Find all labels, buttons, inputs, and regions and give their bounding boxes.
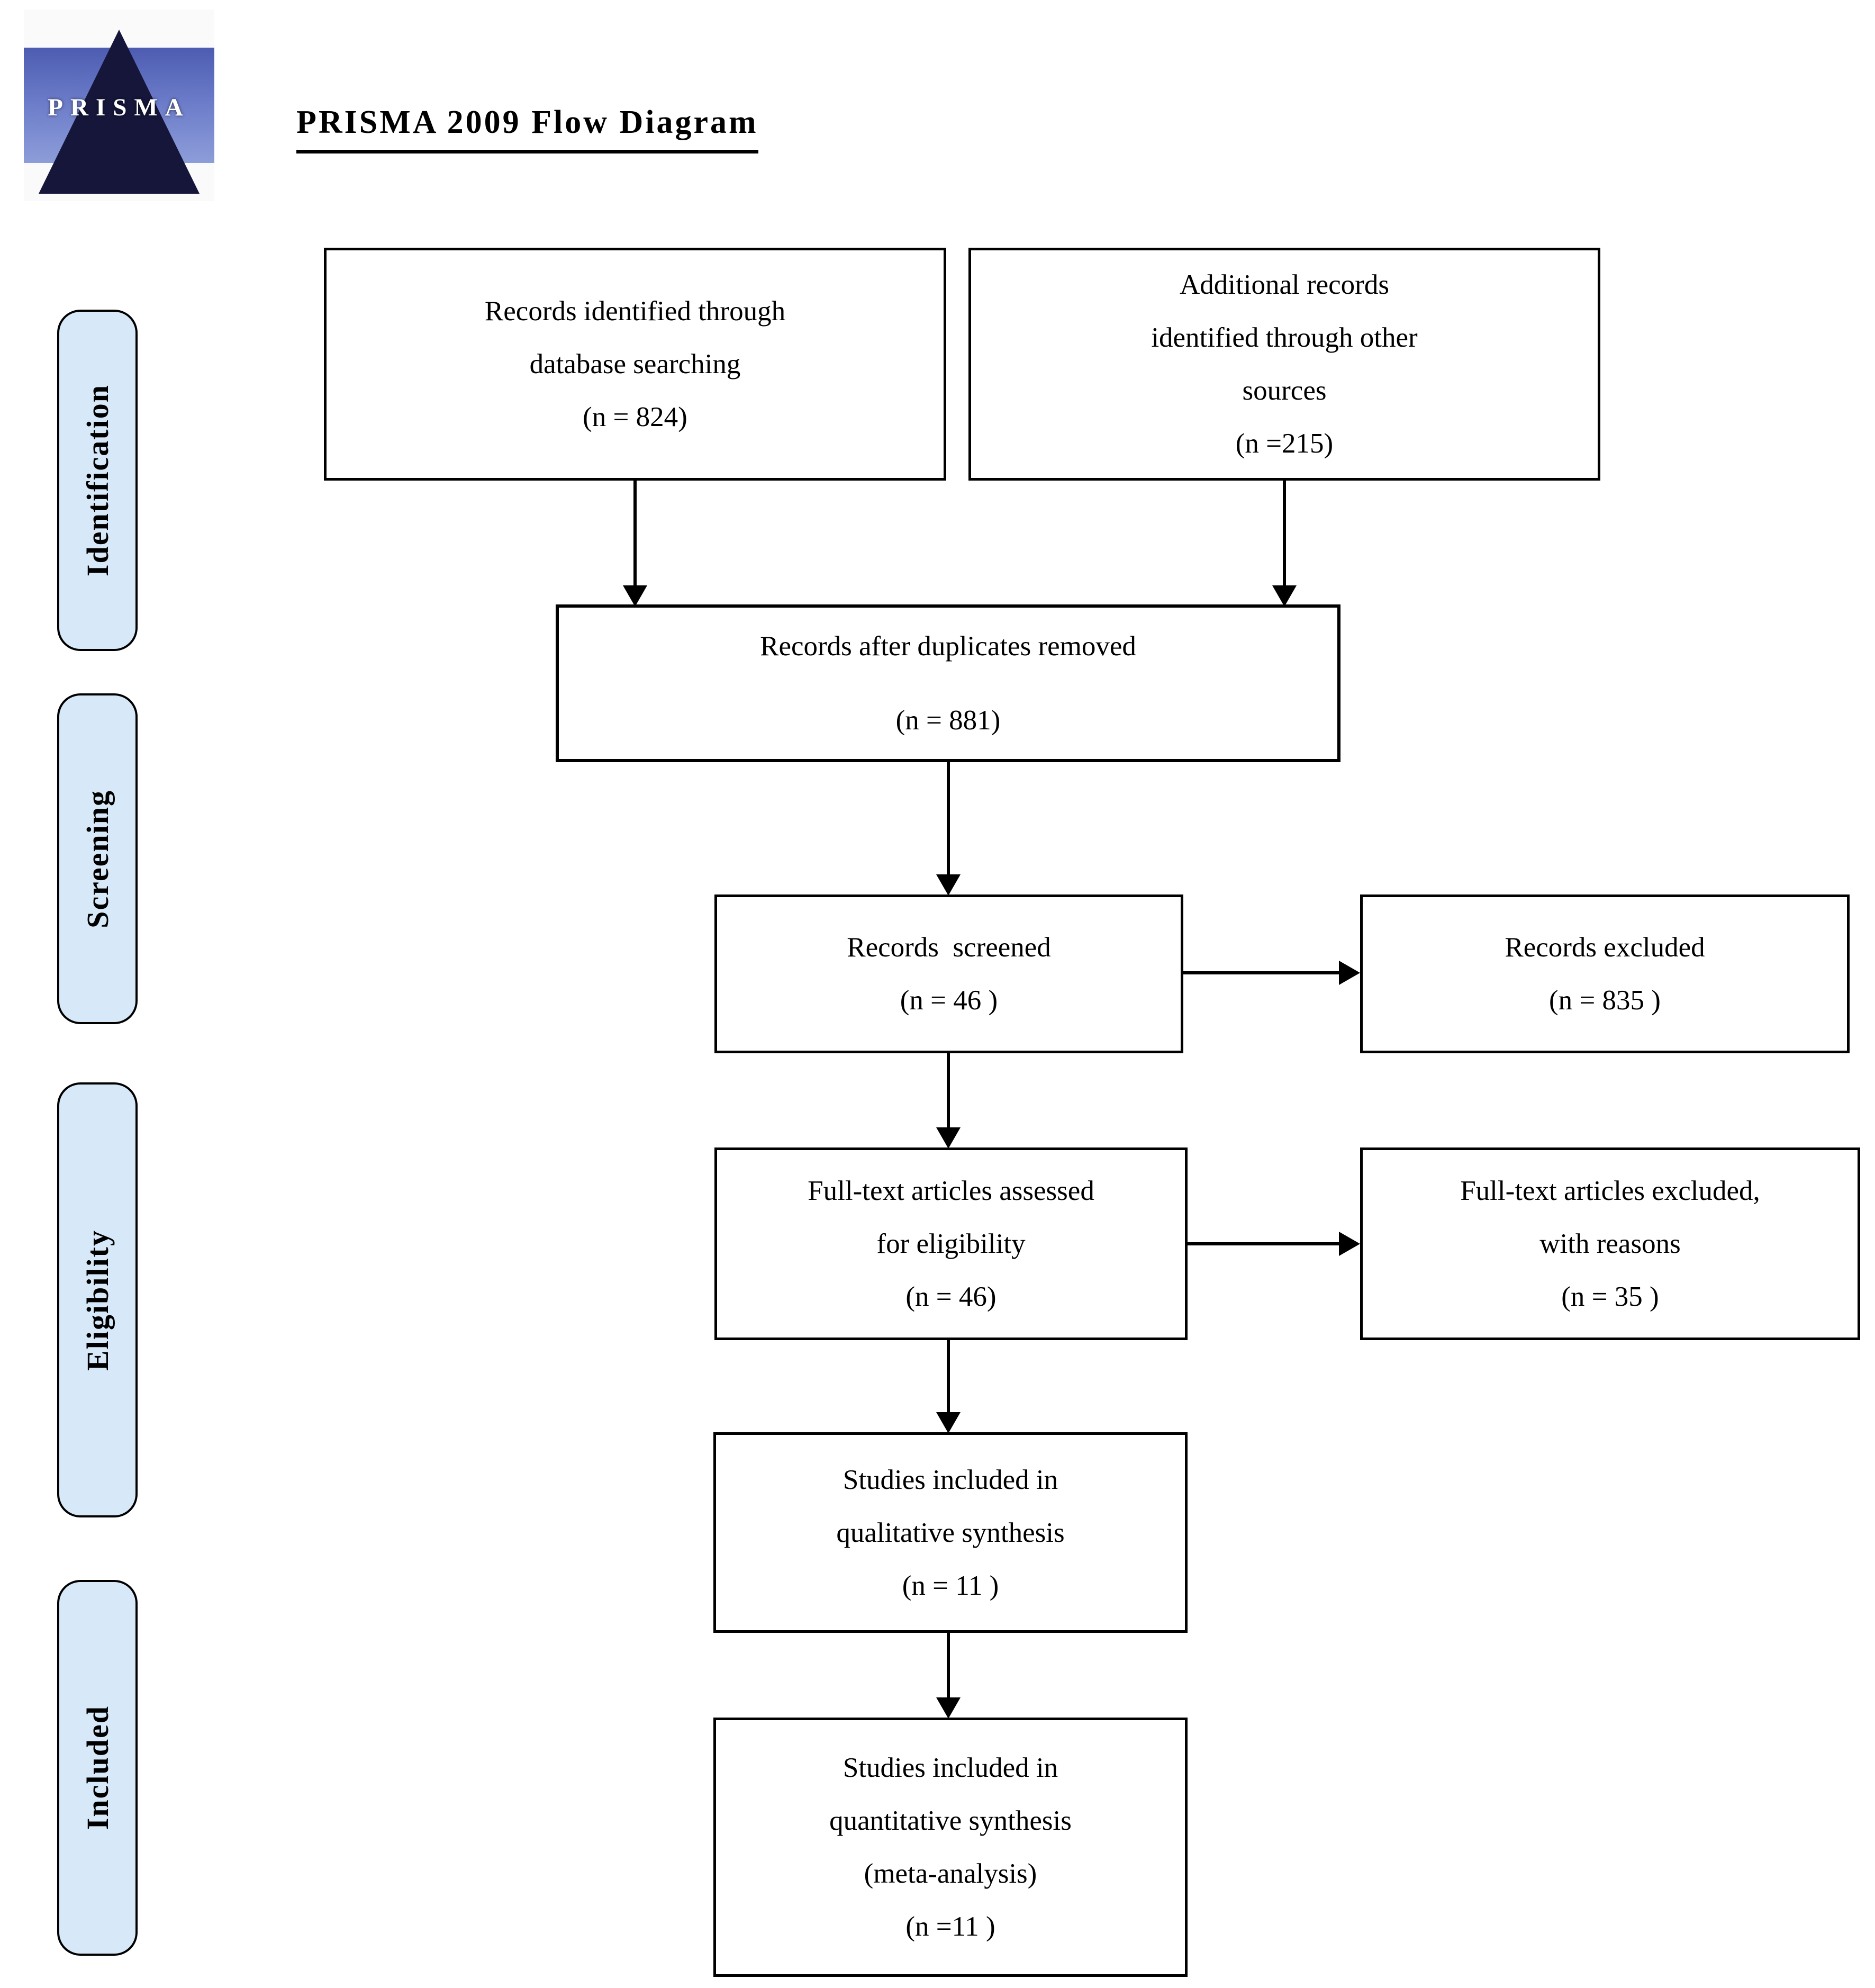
box-text-line: (n = 824) [583, 402, 687, 432]
flow-box-records-identified: Records identified through database sear… [324, 248, 946, 481]
box-text-line: (n = 46) [905, 1281, 997, 1312]
prisma-logo: PRISMA [24, 10, 214, 201]
flow-box-quantitative-synthesis: Studies included in quantitative synthes… [713, 1718, 1188, 1977]
box-text-line: (n =215) [1235, 428, 1334, 459]
arrow-line-screened-to-fulltext [947, 1053, 950, 1128]
arrow-line-qualitative-to-quantitative [947, 1633, 950, 1698]
box-text-line: with reasons [1539, 1228, 1681, 1259]
arrowhead-down-icon [1272, 585, 1297, 607]
box-text-line: (meta-analysis) [864, 1858, 1037, 1889]
box-text-line: database searching [529, 349, 741, 379]
arrowhead-down-icon [936, 1697, 961, 1719]
arrowhead-down-icon [936, 1127, 961, 1149]
box-text-line: qualitative synthesis [836, 1517, 1065, 1548]
arrow-line-fulltext-to-qualitative [947, 1340, 950, 1413]
arrow-line-additional-to-dedup [1283, 481, 1286, 586]
box-text-line: (n = 11 ) [902, 1570, 999, 1601]
box-text-line: Studies included in [843, 1464, 1058, 1495]
box-text-line: Full-text articles assessed [808, 1176, 1094, 1206]
box-text-line: Additional records [1180, 269, 1389, 300]
arrow-line-dedup-to-screened [947, 762, 950, 875]
phase-label-included: Included [57, 1580, 138, 1956]
box-text-line: (n =11 ) [905, 1911, 995, 1942]
flow-box-fulltext-assessed: Full-text articles assessed for eligibil… [714, 1147, 1188, 1340]
logo-triangle-icon [39, 30, 200, 194]
box-text-line: Records after duplicates removed [760, 630, 1136, 662]
box-text-line: Records identified through [484, 296, 786, 327]
flow-box-fulltext-excluded: Full-text articles excluded, with reason… [1360, 1147, 1860, 1340]
arrow-line-identified-to-dedup [633, 481, 637, 586]
phase-label-eligibility: Eligibility [57, 1082, 138, 1517]
phase-text: Eligibility [80, 1229, 115, 1371]
flow-box-qualitative-synthesis: Studies included in qualitative synthesi… [713, 1432, 1188, 1633]
arrowhead-right-icon [1339, 1232, 1360, 1256]
box-text-line: identified through other [1151, 322, 1418, 353]
box-text-line: (n = 881) [895, 704, 1001, 736]
flow-box-duplicates-removed: Records after duplicates removed (n = 88… [556, 604, 1340, 762]
phase-text: Identification [80, 384, 115, 577]
flow-box-records-screened: Records screened (n = 46 ) [714, 894, 1183, 1053]
page-title: PRISMA 2009 Flow Diagram [296, 104, 758, 153]
box-text-line: (n = 835 ) [1549, 985, 1661, 1016]
box-text-line: for eligibility [876, 1228, 1026, 1259]
arrowhead-right-icon [1339, 961, 1360, 985]
logo-text: PRISMA [48, 94, 191, 121]
flow-box-records-excluded: Records excluded (n = 835 ) [1360, 894, 1850, 1053]
box-text-line: (n = 35 ) [1561, 1281, 1659, 1312]
box-text-line: Studies included in [843, 1752, 1058, 1783]
box-text-line: Full-text articles excluded, [1460, 1176, 1760, 1206]
box-text-line: Records screened [847, 932, 1051, 963]
phase-text: Screening [80, 789, 115, 928]
arrowhead-down-icon [623, 585, 647, 607]
arrowhead-down-icon [936, 874, 961, 896]
arrow-line-fulltext-to-excluded [1188, 1242, 1340, 1245]
phase-text: Included [80, 1705, 115, 1830]
phase-label-identification: Identification [57, 310, 138, 651]
box-text-line: Records excluded [1505, 932, 1705, 963]
arrow-line-screened-to-excluded [1183, 971, 1340, 974]
box-text-line: (n = 46 ) [900, 985, 998, 1016]
flow-box-additional-records: Additional records identified through ot… [968, 248, 1600, 481]
arrowhead-down-icon [936, 1412, 961, 1433]
phase-label-screening: Screening [57, 693, 138, 1024]
box-text-line: quantitative synthesis [829, 1805, 1072, 1836]
box-text-line: sources [1242, 375, 1327, 406]
